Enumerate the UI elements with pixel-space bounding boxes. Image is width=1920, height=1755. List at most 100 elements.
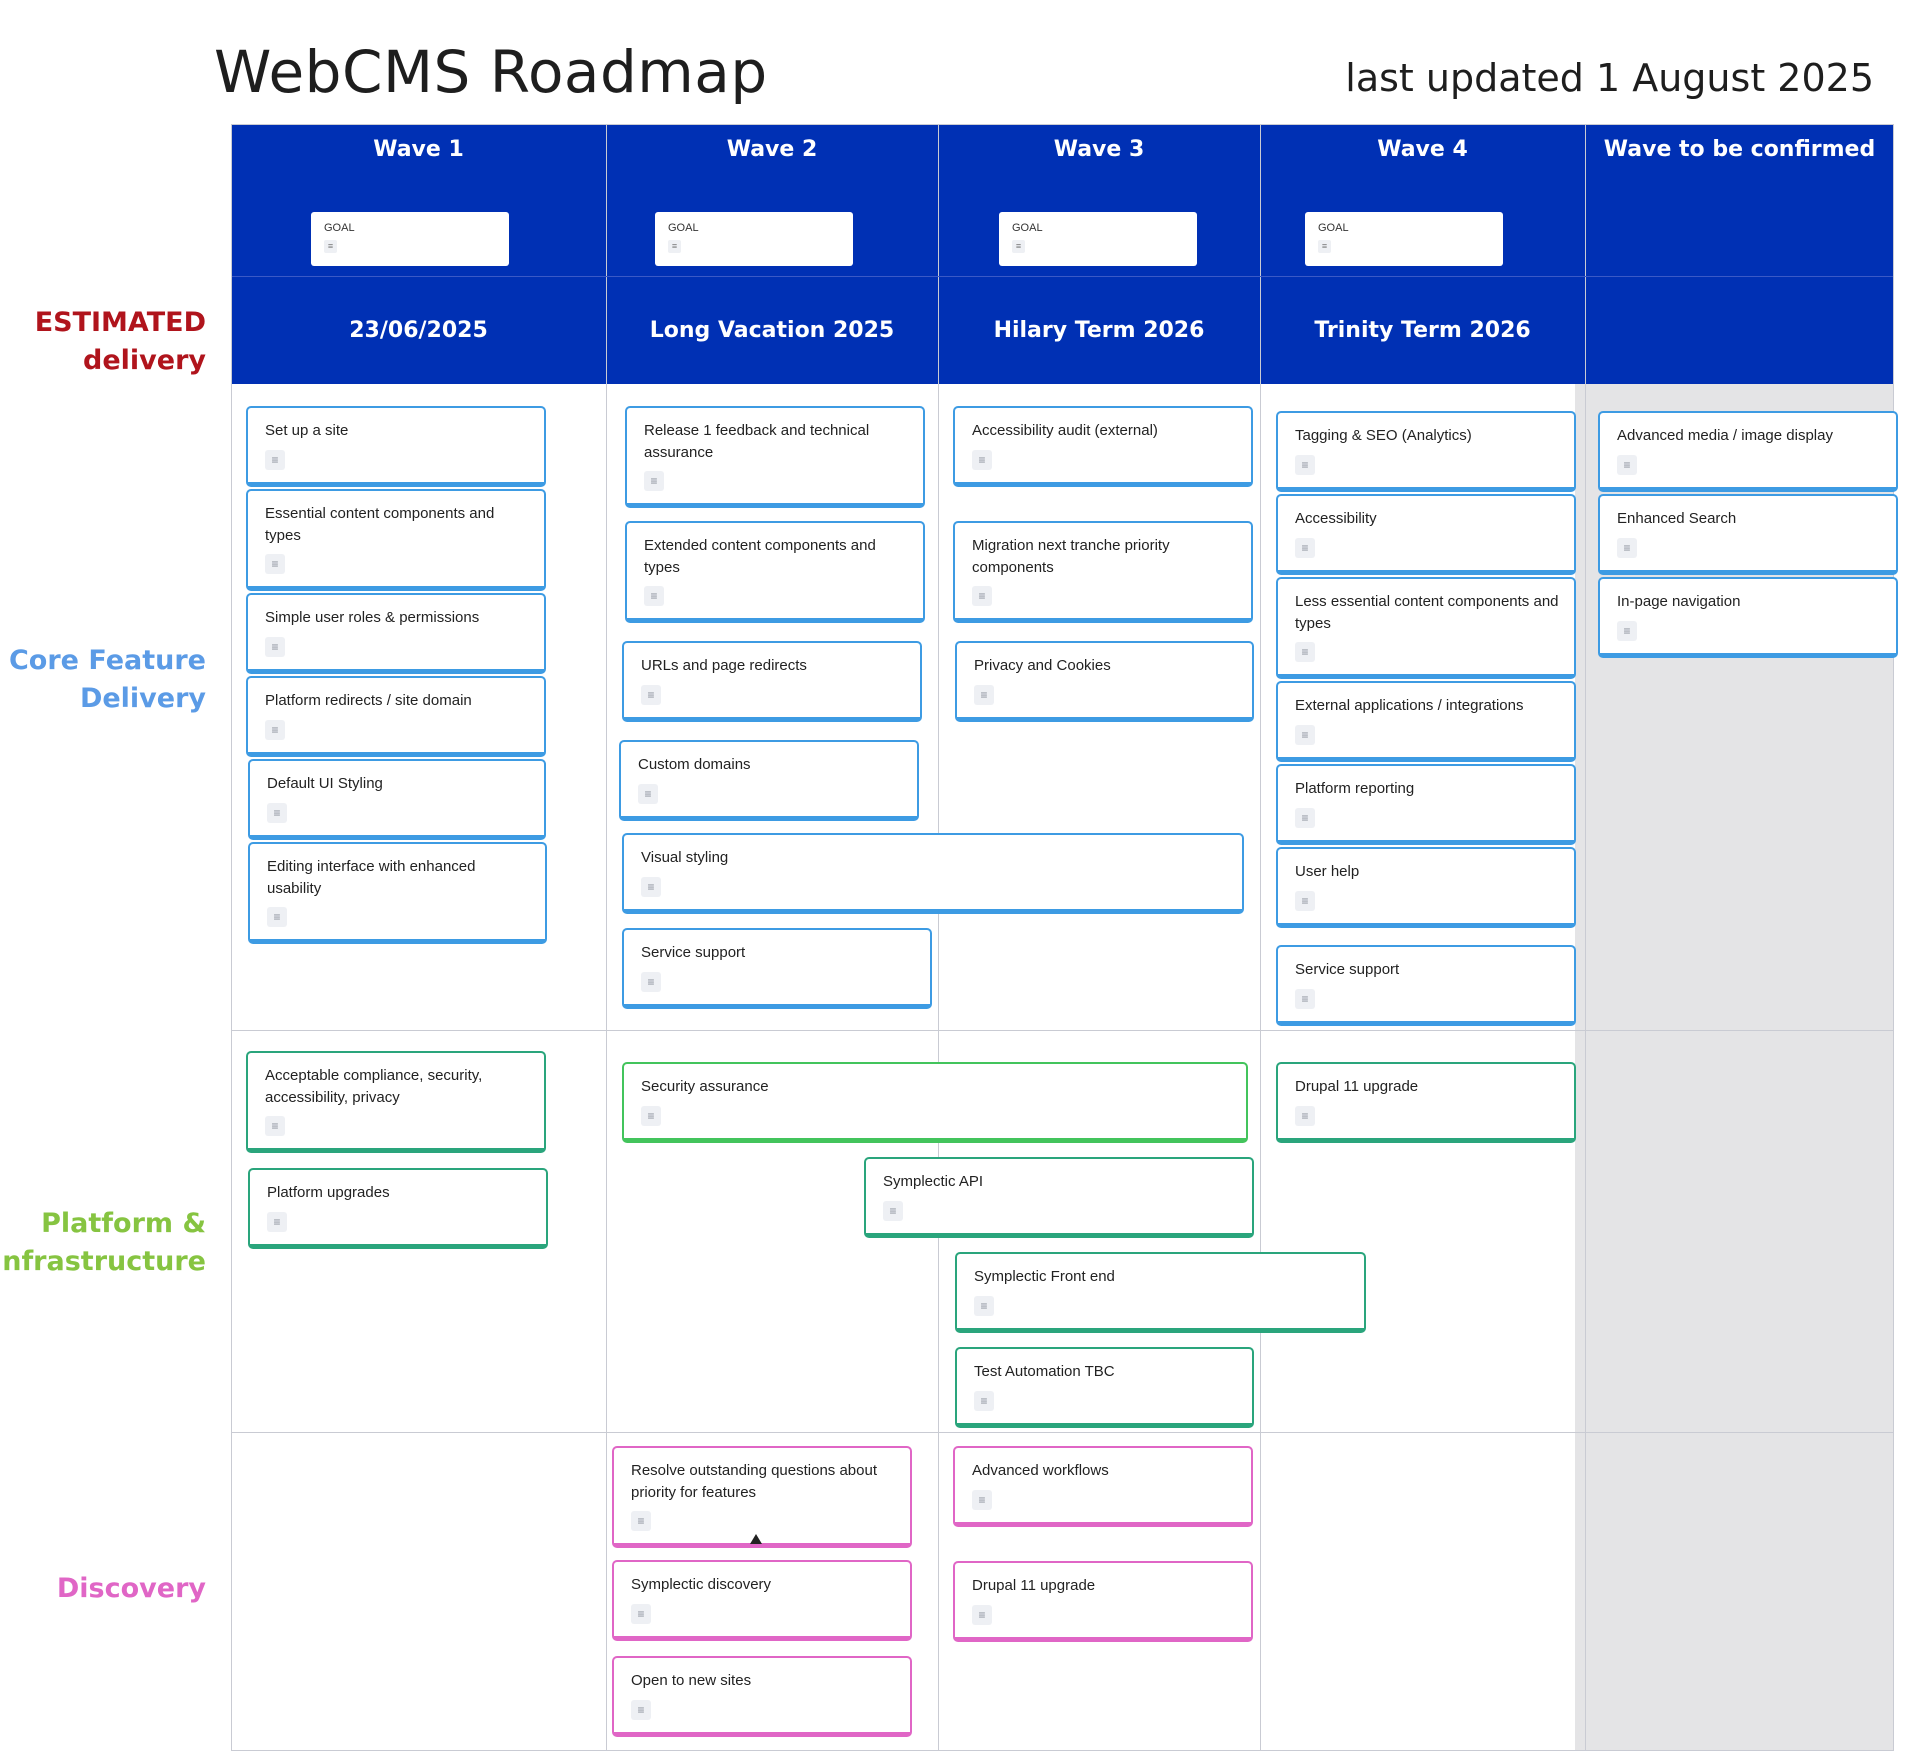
description-lines-icon: ≡ [1295, 1106, 1315, 1126]
card-title: Acceptable compliance, security, accessi… [265, 1067, 483, 1106]
card-title: Less essential content components and ty… [1295, 593, 1559, 632]
roadmap-card[interactable]: Resolve outstanding questions about prio… [612, 1446, 912, 1548]
description-lines-icon: ≡ [641, 1106, 661, 1126]
roadmap-card[interactable]: Custom domains≡ [619, 740, 919, 821]
description-lines-icon: ≡ [644, 471, 664, 491]
roadmap-card[interactable]: Drupal 11 upgrade ≡ [1276, 1062, 1576, 1143]
roadmap-frame [231, 124, 1894, 1751]
card-title: Set up a site [265, 422, 349, 439]
roadmap-card[interactable]: Security assurance≡ [622, 1062, 1248, 1143]
roadmap-card[interactable]: Privacy and Cookies ≡ [955, 641, 1254, 722]
grid-divider [1585, 124, 1586, 1751]
goal-card[interactable]: GOAL ≡ [311, 212, 509, 266]
row-label-discovery: Discovery [56, 1573, 206, 1604]
description-lines-icon: ≡ [265, 450, 285, 470]
roadmap-card[interactable]: Release 1 feedback and technical assuran… [625, 406, 925, 508]
card-title: Migration next tranche priority componen… [972, 537, 1170, 576]
description-lines-icon: ≡ [1295, 989, 1315, 1009]
description-lines-icon: ≡ [265, 1116, 285, 1136]
roadmap-card[interactable]: Service support ≡ [1276, 945, 1576, 1026]
card-title: Drupal 11 upgrade [972, 1577, 1096, 1594]
grid-divider [1260, 124, 1261, 1751]
roadmap-card[interactable]: Symplectic API ≡ [864, 1157, 1254, 1238]
description-lines-icon: ≡ [883, 1201, 903, 1221]
card-title: Test Automation TBC [974, 1363, 1115, 1380]
goal-card[interactable]: GOAL ≡ [1305, 212, 1503, 266]
description-lines-icon: ≡ [1295, 538, 1315, 558]
roadmap-card[interactable]: Less essential content components and ty… [1276, 577, 1576, 679]
roadmap-card[interactable]: Migration next tranche priority componen… [953, 521, 1253, 623]
roadmap-card[interactable]: Platform upgrades≡ [248, 1168, 548, 1249]
card-title: User help [1295, 863, 1360, 880]
card-title: External applications / integrations [1295, 697, 1524, 714]
description-lines-icon: ≡ [1295, 642, 1315, 662]
roadmap-card[interactable]: Enhanced Search≡ [1598, 494, 1898, 575]
card-title: Extended content components and types [644, 537, 876, 576]
card-title: Default UI Styling [267, 775, 383, 792]
goal-card[interactable]: GOAL ≡ [655, 212, 853, 266]
description-lines-icon: ≡ [1318, 240, 1331, 253]
roadmap-card[interactable]: Advanced media / image display≡ [1598, 411, 1898, 492]
card-title: Service support [641, 944, 746, 961]
roadmap-card[interactable]: Accessibility audit (external)≡ [953, 406, 1253, 487]
card-title: URLs and page redirects [641, 657, 807, 674]
roadmap-card[interactable]: Service support ≡ [622, 928, 932, 1009]
card-title: Open to new sites [631, 1672, 752, 1689]
wave-1-date: 23/06/2025 [349, 318, 488, 343]
description-lines-icon: ≡ [974, 1296, 994, 1316]
goal-card[interactable]: GOAL ≡ [999, 212, 1197, 266]
roadmap-card[interactable]: Editing interface with enhanced usabilit… [248, 842, 547, 944]
roadmap-card[interactable]: External applications / integrations ≡ [1276, 681, 1576, 762]
description-lines-icon: ≡ [641, 972, 661, 992]
roadmap-card[interactable]: Open to new sites≡ [612, 1656, 912, 1737]
card-title: Essential content components and types [265, 505, 495, 544]
roadmap-card[interactable]: Essential content components and types≡ [246, 489, 546, 591]
description-lines-icon: ≡ [974, 685, 994, 705]
description-lines-icon: ≡ [1295, 725, 1315, 745]
roadmap-card[interactable]: Visual styling≡ [622, 833, 1244, 914]
wave-3-title: Wave 3 [1053, 137, 1145, 162]
roadmap-card[interactable]: Default UI Styling≡ [248, 759, 546, 840]
card-title: Platform reporting [1295, 780, 1415, 797]
roadmap-card[interactable]: Test Automation TBC≡ [955, 1347, 1254, 1428]
card-title: Accessibility [1295, 510, 1377, 527]
goal-label: GOAL [1318, 222, 1349, 234]
roadmap-card[interactable]: In-page navigation≡ [1598, 577, 1898, 658]
roadmap-card[interactable]: URLs and page redirects≡ [622, 641, 922, 722]
card-title: Platform redirects / site domain [265, 692, 472, 709]
description-lines-icon: ≡ [267, 1212, 287, 1232]
description-lines-icon: ≡ [972, 1490, 992, 1510]
roadmap-card[interactable]: Extended content components and types ≡ [625, 521, 925, 623]
roadmap-card[interactable]: Simple user roles & permissions≡ [246, 593, 546, 674]
card-title: Symplectic API [883, 1173, 984, 1190]
grid-divider [606, 124, 607, 1751]
roadmap-card[interactable]: Tagging & SEO (Analytics)≡ [1276, 411, 1576, 492]
roadmap-card[interactable]: Symplectic discovery≡ [612, 1560, 912, 1641]
card-title: Custom domains [638, 756, 751, 773]
card-title: Advanced workflows [972, 1462, 1109, 1479]
card-title: Privacy and Cookies [974, 657, 1111, 674]
description-lines-icon: ≡ [265, 720, 285, 740]
roadmap-card[interactable]: Platform redirects / site domain ≡ [246, 676, 546, 757]
description-lines-icon: ≡ [972, 1605, 992, 1625]
wave-1-title: Wave 1 [373, 137, 464, 162]
roadmap-card[interactable]: Acceptable compliance, security, accessi… [246, 1051, 546, 1153]
description-lines-icon: ≡ [631, 1511, 651, 1531]
card-title: Service support [1295, 961, 1400, 978]
grid-divider [938, 124, 939, 1751]
roadmap-card[interactable]: User help ≡ [1276, 847, 1576, 928]
roadmap-card[interactable]: Advanced workflows ≡ [953, 1446, 1253, 1527]
description-lines-icon: ≡ [1295, 891, 1315, 911]
wave-3-date: Hilary Term 2026 [993, 318, 1205, 343]
card-title: In-page navigation [1617, 593, 1741, 610]
roadmap-card[interactable]: Accessibility ≡ [1276, 494, 1576, 575]
description-lines-icon: ≡ [972, 586, 992, 606]
description-lines-icon: ≡ [324, 240, 337, 253]
card-title: Drupal 11 upgrade [1295, 1078, 1419, 1095]
roadmap-card[interactable]: Symplectic Front end≡ [955, 1252, 1366, 1333]
roadmap-card[interactable]: Platform reporting≡ [1276, 764, 1576, 845]
description-lines-icon: ≡ [644, 586, 664, 606]
roadmap-card[interactable]: Drupal 11 upgrade ≡ [953, 1561, 1253, 1642]
roadmap-card[interactable]: Set up a site ≡ [246, 406, 546, 487]
